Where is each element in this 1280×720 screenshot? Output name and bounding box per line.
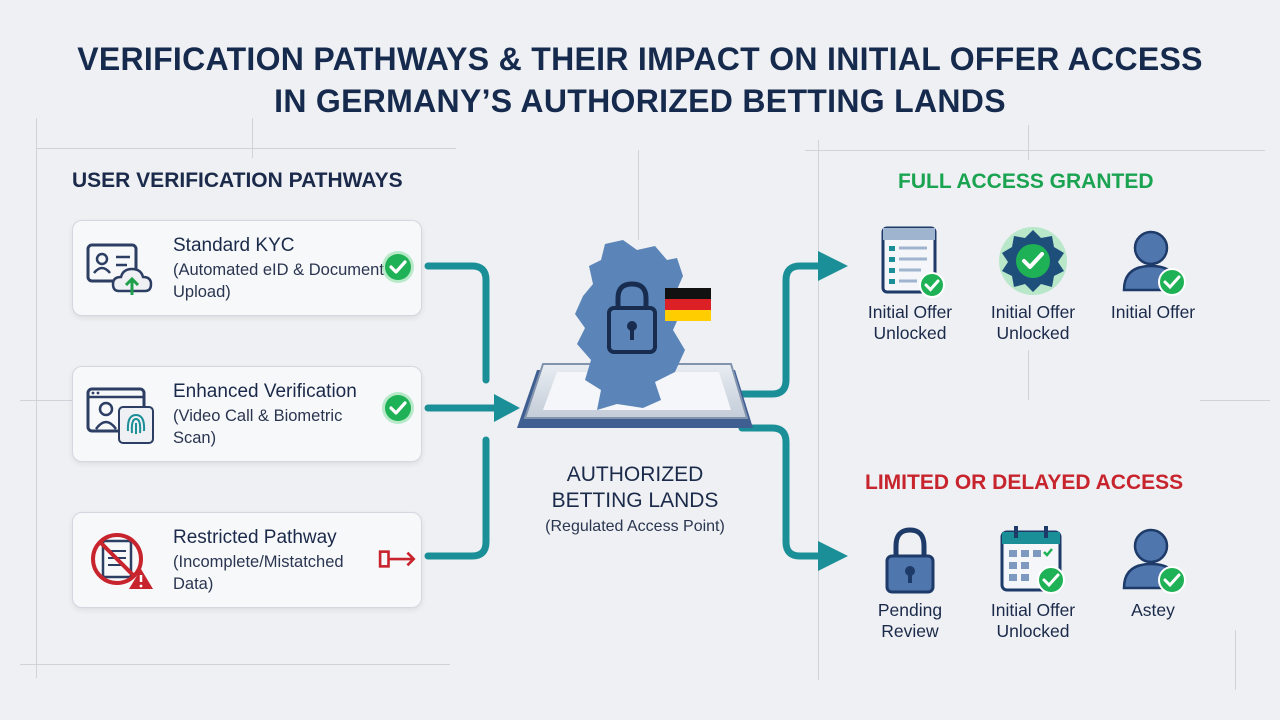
restricted-document-icon [91, 533, 153, 589]
item-label-line-2: Unlocked [873, 323, 947, 343]
pathway-card-standard-kyc: Standard KYC (Automated eID & Document U… [72, 220, 422, 316]
connector-limited-access [738, 424, 824, 560]
check-badge-icon [382, 392, 414, 424]
video-fingerprint-icon [86, 387, 154, 444]
check-badge-icon [382, 251, 414, 283]
limited-access-item-3: Astey [1088, 522, 1218, 621]
center-title-line-1: AUTHORIZED [566, 463, 704, 486]
pathway-card-restricted-pathway: Restricted Pathway (Incomplete/Mistatche… [72, 512, 422, 608]
card-title: Restricted Pathway [173, 527, 337, 548]
connector-full-access [738, 262, 824, 398]
card-subtitle: (Automated eID & Document Upload) [173, 261, 384, 301]
germany-flag-icon [665, 288, 711, 321]
item-label-line-2: Review [881, 621, 939, 641]
title-line-2: IN GERMANY’S AUTHORIZED BETTING LANDS [274, 83, 1006, 119]
limited-access-item-1: Pending Review [845, 522, 975, 642]
document-check-icon [881, 226, 945, 298]
arrowhead-center [494, 394, 520, 422]
card-title: Standard KYC [173, 235, 295, 256]
grid-line [1028, 125, 1029, 160]
grid-line [1200, 400, 1270, 401]
limited-access-item-2: Initial Offer Unlocked [968, 522, 1098, 642]
germany-map-lock-icon [517, 240, 753, 428]
center-subtitle: (Regulated Access Point) [545, 518, 725, 535]
grid-line [36, 118, 37, 678]
connector-standard [424, 262, 490, 384]
verification-pathways-heading: USER VERIFICATION PATHWAYS [72, 169, 403, 192]
grid-line [818, 140, 819, 680]
center-label: AUTHORIZED BETTING LANDS (Regulated Acce… [505, 462, 765, 536]
padlock-icon [885, 527, 935, 594]
full-access-item-2: Initial Offer Unlocked [968, 224, 1098, 344]
item-label-line-2: Unlocked [996, 621, 1070, 641]
grid-line [805, 150, 1265, 151]
pathway-card-enhanced-verification: Enhanced Verification (Video Call & Biom… [72, 366, 422, 462]
id-card-upload-icon [86, 243, 153, 295]
limited-access-heading: LIMITED OR DELAYED ACCESS [865, 471, 1184, 494]
item-label-line-1: Initial Offer [990, 302, 1076, 322]
center-title-line-2: BETTING LANDS [551, 489, 719, 512]
item-label-line-2: Unlocked [996, 323, 1070, 343]
page-title: VERIFICATION PATHWAYS & THEIR IMPACT ON … [0, 38, 1280, 122]
calendar-check-icon [1000, 526, 1065, 594]
arrowhead-limited-access [818, 541, 848, 571]
grid-line [1028, 350, 1029, 400]
user-check-icon [1122, 528, 1186, 594]
exit-arrow-icon [378, 550, 416, 568]
card-subtitle: (Incomplete/Mistatched Data) [173, 553, 344, 593]
card-title: Enhanced Verification [173, 381, 357, 402]
full-access-item-3: Initial Offer [1088, 224, 1218, 323]
user-check-icon [1122, 230, 1186, 296]
grid-line [1235, 630, 1236, 690]
grid-line [20, 400, 80, 401]
grid-line [36, 148, 456, 149]
padlock-shape [607, 281, 657, 354]
item-label-line-1: Initial Offer [990, 600, 1076, 620]
grid-line [638, 150, 639, 240]
full-access-item-1: Initial Offer Unlocked [845, 224, 975, 344]
item-label-line-1: Pending [877, 600, 943, 620]
item-label-line-1: Initial Offer [867, 302, 953, 322]
grid-line [252, 118, 253, 158]
card-subtitle: (Video Call & Biometric Scan) [173, 407, 343, 447]
connector-restricted [424, 436, 490, 560]
item-label-line-1: Astey [1131, 600, 1175, 620]
item-label-line-1: Initial Offer [1110, 302, 1196, 322]
title-line-1: VERIFICATION PATHWAYS & THEIR IMPACT ON … [77, 41, 1203, 77]
seal-check-icon [999, 227, 1067, 295]
grid-line [20, 664, 450, 665]
arrowhead-full-access [818, 251, 848, 281]
full-access-heading: FULL ACCESS GRANTED [898, 170, 1154, 193]
